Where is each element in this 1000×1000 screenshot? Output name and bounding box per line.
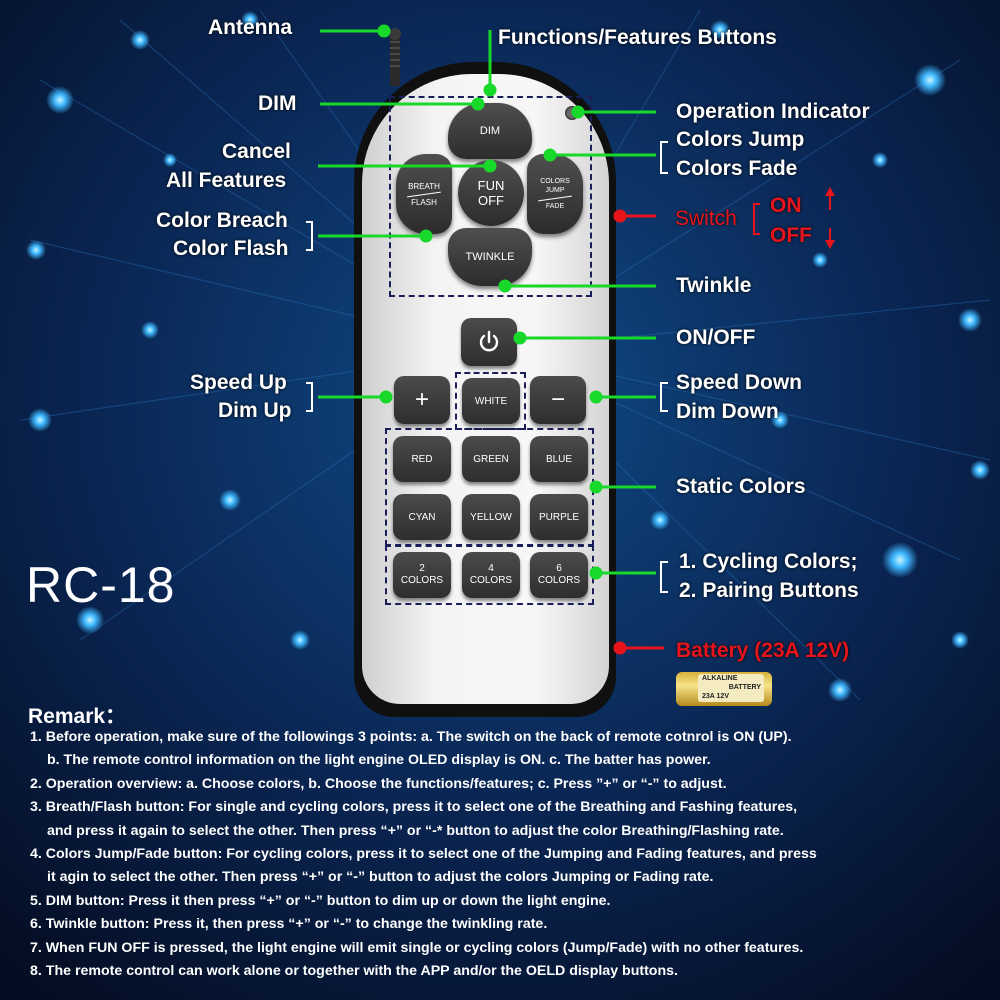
- battery-word: BATTERY: [728, 684, 761, 691]
- yellow-label: YELLOW: [470, 511, 512, 523]
- battery-alkaline: ALKALINE: [702, 675, 738, 682]
- cyan-label: CYAN: [408, 511, 436, 523]
- operation-indicator-label: Operation Indicator: [676, 100, 870, 123]
- power-icon: [479, 330, 499, 352]
- dim-down-label: Dim Down: [676, 400, 779, 423]
- speed-up-button[interactable]: +: [394, 376, 450, 424]
- twinkle-label: Twinkle: [676, 274, 752, 297]
- dim-up-label: Dim Up: [218, 399, 292, 422]
- four-colors-button[interactable]: 4 COLORS: [462, 552, 520, 598]
- two-label: 2: [419, 563, 425, 574]
- colors-label: COLORS: [540, 178, 570, 185]
- colors-jump-fade-button[interactable]: COLORS JUMP FADE: [527, 154, 583, 234]
- remark-item: 5. DIM button: Press it then press “+” o…: [30, 892, 611, 909]
- remark-item: b. The remote control information on the…: [47, 752, 711, 769]
- green-button[interactable]: GREEN: [462, 436, 520, 482]
- remark-item: 4. Colors Jump/Fade button: For cycling …: [30, 846, 817, 863]
- six-label: 6: [556, 563, 562, 574]
- pairing-buttons-label: 2. Pairing Buttons: [679, 579, 859, 602]
- four-label: 4: [488, 563, 494, 574]
- functions-label: Functions/Features Buttons: [498, 26, 777, 49]
- on-off-label: ON/OFF: [676, 326, 756, 349]
- cyan-button[interactable]: CYAN: [393, 494, 451, 540]
- colors-label: COLORS: [469, 575, 513, 586]
- purple-label: PURPLE: [538, 511, 579, 523]
- fun-label: FUN: [477, 178, 505, 193]
- purple-button[interactable]: PURPLE: [530, 494, 588, 540]
- model-title: RC-18: [26, 557, 176, 613]
- remark-item: and press it again to select the other. …: [47, 822, 784, 839]
- blue-label: BLUE: [545, 453, 573, 465]
- red-label: RED: [411, 453, 433, 465]
- two-colors-button[interactable]: 2 COLORS: [393, 552, 451, 598]
- color-flash-label: Color Flash: [173, 237, 289, 260]
- battery-icon: ALKALINE BATTERY 23A 12V: [676, 672, 772, 706]
- cancel-label: Cancel: [222, 140, 291, 163]
- colors-label: COLORS: [400, 575, 444, 586]
- twinkle-button-label: TWINKLE: [465, 251, 515, 263]
- jump-label: JUMP: [545, 187, 565, 194]
- fun-off-button[interactable]: FUN OFF: [458, 160, 524, 226]
- cycling-colors-label: 1. Cycling Colors;: [679, 550, 858, 573]
- dim-button[interactable]: DIM: [448, 103, 532, 159]
- off-label: OFF: [478, 193, 504, 208]
- speed-up-label: Speed Up: [190, 371, 287, 394]
- remark-item: 1. Before operation, make sure of the fo…: [30, 729, 792, 745]
- twinkle-button[interactable]: TWINKLE: [448, 228, 532, 286]
- flash-label: FLASH: [411, 197, 437, 207]
- speed-down-button[interactable]: −: [530, 376, 586, 424]
- remark-item: it agin to select the other. Then press …: [47, 869, 714, 886]
- colors-jump-label: Colors Jump: [676, 128, 805, 151]
- switch-label: Switch: [675, 207, 737, 230]
- switch-off-label: OFF: [770, 224, 812, 247]
- white-button[interactable]: WHITE: [462, 378, 520, 424]
- all-features-label: All Features: [166, 169, 287, 192]
- static-colors-label: Static Colors: [676, 475, 806, 498]
- speed-down-label: Speed Down: [676, 371, 803, 394]
- red-button[interactable]: RED: [393, 436, 451, 482]
- blue-button[interactable]: BLUE: [530, 436, 588, 482]
- remark-item: 7. When FUN OFF is pressed, the light en…: [30, 939, 804, 956]
- antenna-label: Antenna: [208, 16, 292, 39]
- six-colors-button[interactable]: 6 COLORS: [530, 552, 588, 598]
- white-label: WHITE: [474, 395, 508, 407]
- fade-label: FADE: [545, 203, 565, 210]
- color-breach-label: Color Breach: [156, 209, 288, 232]
- plus-label: +: [414, 386, 429, 413]
- remark-item: 8. The remote control can work alone or …: [30, 963, 678, 980]
- colors-label: COLORS: [537, 575, 581, 586]
- colors-fade-label: Colors Fade: [676, 157, 798, 180]
- yellow-button[interactable]: YELLOW: [462, 494, 520, 540]
- remark-item: 2. Operation overview: a. Choose colors,…: [30, 775, 727, 792]
- battery-spec: 23A 12V: [702, 693, 729, 700]
- remark-title: Remark：: [28, 705, 127, 728]
- dim-button-label: DIM: [479, 125, 501, 137]
- breath-label: BREATH: [408, 181, 440, 191]
- dim-callout-label: DIM: [258, 92, 297, 115]
- functions-group-box: [389, 96, 592, 297]
- battery-cell-text: ALKALINE BATTERY 23A 12V: [698, 674, 764, 702]
- breath-flash-button[interactable]: BREATH FLASH: [396, 154, 452, 234]
- minus-label: −: [550, 386, 565, 413]
- remark-item: 3. Breath/Flash button: For single and c…: [30, 799, 798, 816]
- remark-item: 6. Twinkle button: Press it, then press …: [30, 916, 548, 933]
- power-button[interactable]: [461, 318, 517, 366]
- switch-on-label: ON: [770, 194, 802, 217]
- remark-list: 1. Before operation, make sure of the fo…: [30, 726, 990, 983]
- battery-label: Battery (23A 12V): [676, 639, 850, 662]
- green-label: GREEN: [473, 453, 509, 465]
- antenna-icon: [389, 28, 401, 86]
